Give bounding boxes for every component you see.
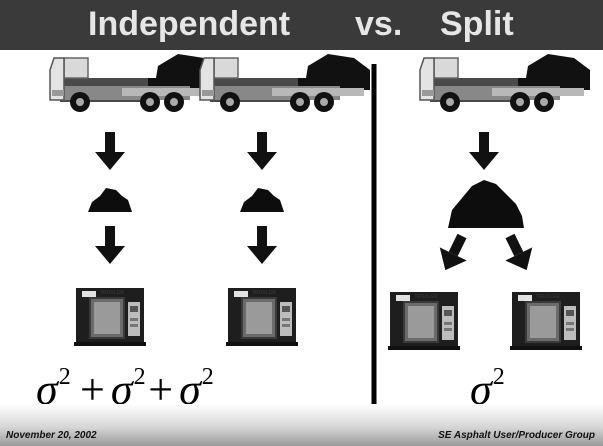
arrow-down-icon	[469, 132, 499, 170]
ignition-oven-icon	[225, 287, 299, 347]
footer-date: November 20, 2002	[6, 430, 97, 441]
arrow-down-icon	[247, 226, 277, 264]
ignition-oven-icon	[73, 287, 147, 347]
arrow-down-icon	[247, 132, 277, 170]
oven-badge-4: TROXLER	[536, 294, 560, 300]
asphalt-pile-icon	[88, 188, 132, 212]
arrow-down-icon	[95, 226, 125, 264]
footer-band	[0, 404, 603, 446]
arrow-down-icon	[431, 229, 476, 277]
arrow-down-icon	[95, 132, 125, 170]
arrow-down-icon	[496, 229, 541, 277]
title-bar: Independent vs. Split	[0, 0, 603, 50]
dump-truck-icon	[199, 53, 371, 113]
dump-truck-icon	[49, 53, 221, 113]
title-vs: vs.	[355, 5, 403, 43]
footer-organization: SE Asphalt User/Producer Group	[438, 430, 595, 441]
oven-badge-2: TROXLER	[252, 290, 276, 296]
title-independent: Independent	[88, 5, 291, 43]
dump-truck-icon	[419, 53, 591, 113]
ignition-oven-icon	[509, 291, 583, 351]
title-split: Split	[440, 5, 514, 43]
asphalt-pile-icon	[448, 180, 524, 228]
oven-badge-3: TROXLER	[414, 294, 438, 300]
asphalt-pile-icon	[240, 188, 284, 212]
oven-badge-1: TROXLER	[100, 290, 124, 296]
ignition-oven-icon	[387, 291, 461, 351]
